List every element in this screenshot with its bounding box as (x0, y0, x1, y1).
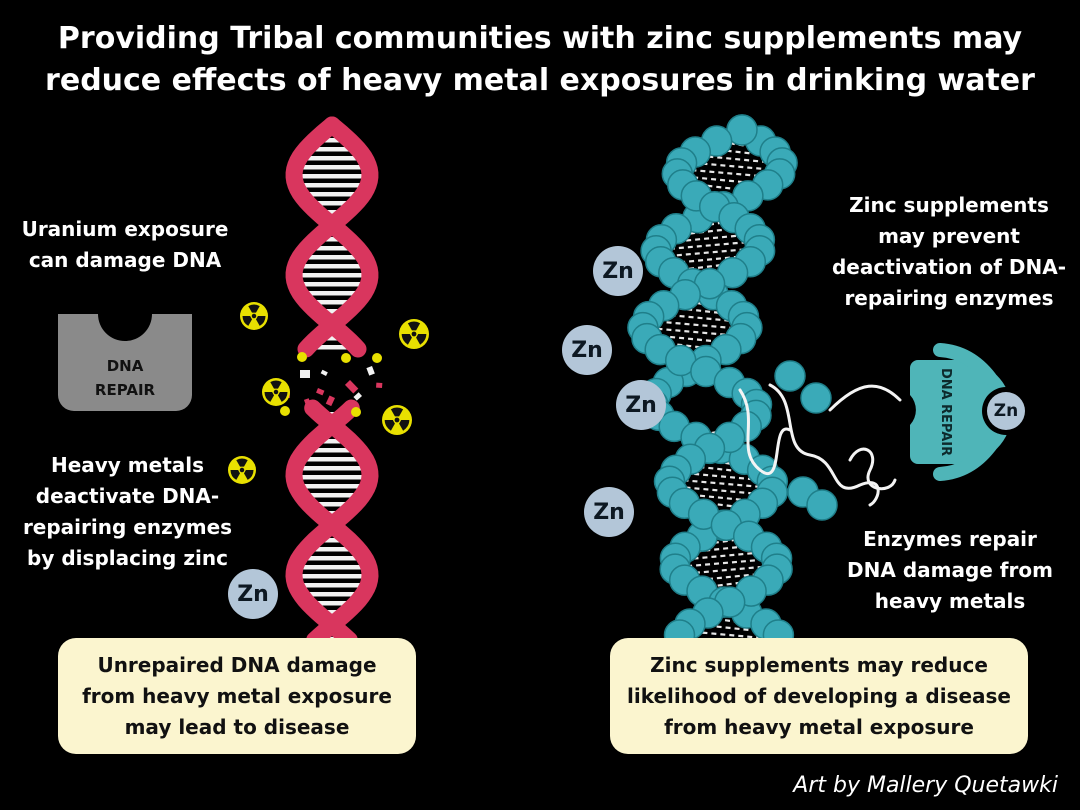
zinc-ion-2: Zn (562, 325, 612, 375)
enzyme-bound-zinc: Zn (987, 392, 1025, 430)
title-line-1: Providing Tribal communities with zinc s… (57, 21, 1023, 56)
zinc-ion-4: Zn (584, 487, 634, 537)
right-dna-repair-enzyme (910, 343, 1012, 481)
heavy-metals-label: Heavy metals deactivate DNA- repairing e… (22, 453, 233, 570)
zinc-ion-3: Zn (616, 380, 666, 430)
page-title: Providing Tribal communities with zinc s… (0, 18, 1080, 102)
right-enzyme-text: DNA REPAIR (938, 367, 953, 457)
right-outcome-box: Zinc supplements may reduce likelihood o… (610, 638, 1028, 754)
left-enzyme-text: DNA REPAIR (94, 357, 156, 399)
left-damaged-dna-helix (285, 116, 379, 649)
zinc-ion-1: Zn (593, 246, 643, 296)
title-line-2: reduce effects of heavy metal exposures … (45, 63, 1035, 98)
radiation-symbols (228, 302, 429, 484)
left-outcome-box: Unrepaired DNA damage from heavy metal e… (58, 638, 416, 754)
artist-credit: Art by Mallery Quetawki (793, 773, 1058, 798)
displaced-zinc-ion: Zn (228, 569, 278, 619)
enzymes-repair-label: Enzymes repair DNA damage from heavy met… (847, 527, 1053, 613)
uranium-exposure-label: Uranium exposure can damage DNA (21, 217, 229, 272)
zinc-prevent-label: Zinc supplements may prevent deactivatio… (831, 193, 1067, 310)
left-dna-repair-enzyme (58, 314, 192, 411)
